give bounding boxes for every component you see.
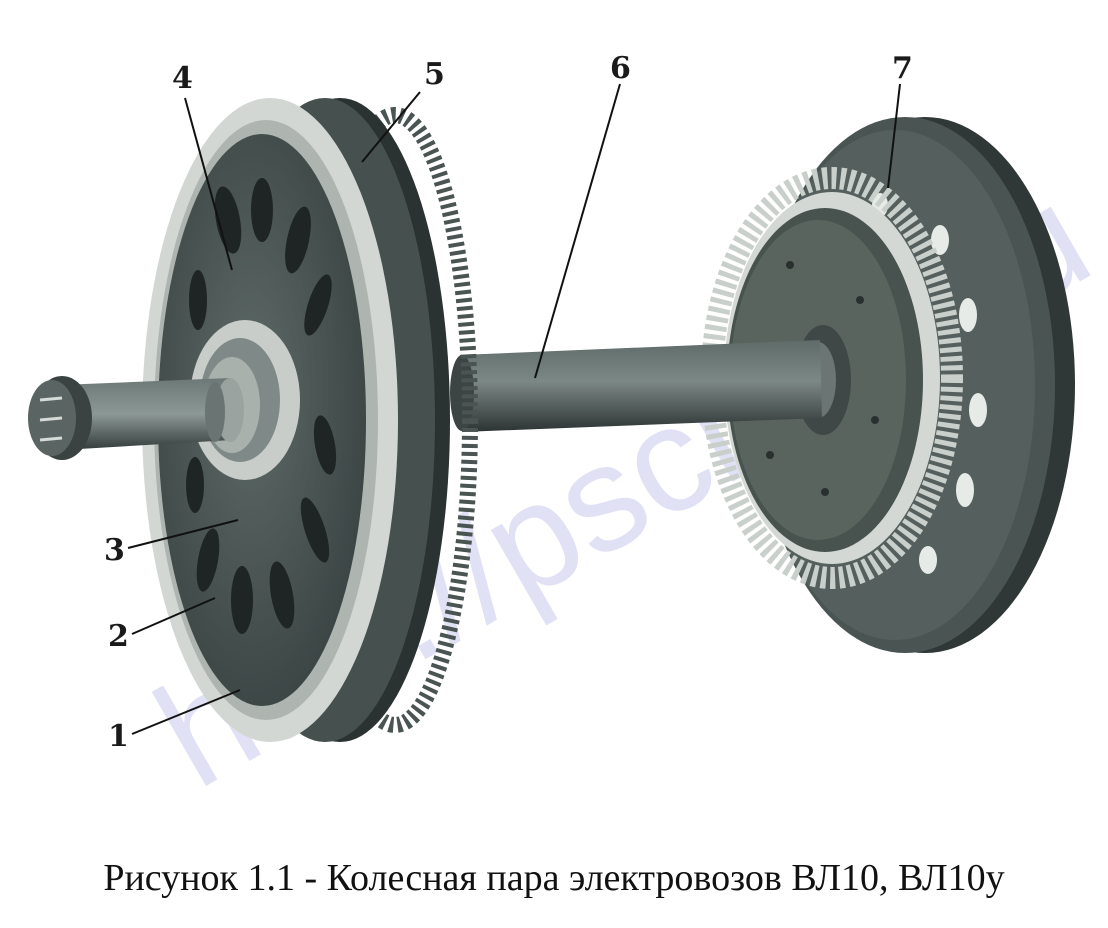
callout-leaders (127, 83, 901, 735)
callout-3: 3 (104, 533, 125, 568)
left-wheel (142, 98, 478, 742)
figure-caption: Рисунок 1.1 - Колесная пара электровозов… (103, 857, 1005, 899)
callout-6: 6 (610, 51, 631, 86)
callout-labels: 1 2 3 4 5 6 7 (104, 51, 913, 754)
callout-1: 1 (108, 719, 129, 754)
axle-journal (28, 376, 244, 460)
right-wheel (701, 117, 1075, 653)
callout-7: 7 (892, 51, 913, 86)
leader-5 (361, 91, 421, 163)
callout-4: 4 (172, 61, 193, 96)
leader-7 (887, 83, 901, 189)
leader-2 (131, 597, 216, 635)
wheelset-illustration: http://pschrm.ru (28, 51, 1108, 819)
leader-1 (131, 689, 241, 735)
leader-3 (127, 519, 239, 549)
leader-4 (184, 97, 233, 271)
callout-5: 5 (424, 57, 445, 92)
gear-teeth-ring (701, 167, 963, 589)
leader-6 (534, 83, 621, 379)
spoke-openings (186, 178, 337, 634)
callout-2: 2 (108, 619, 129, 654)
axle (450, 340, 822, 432)
